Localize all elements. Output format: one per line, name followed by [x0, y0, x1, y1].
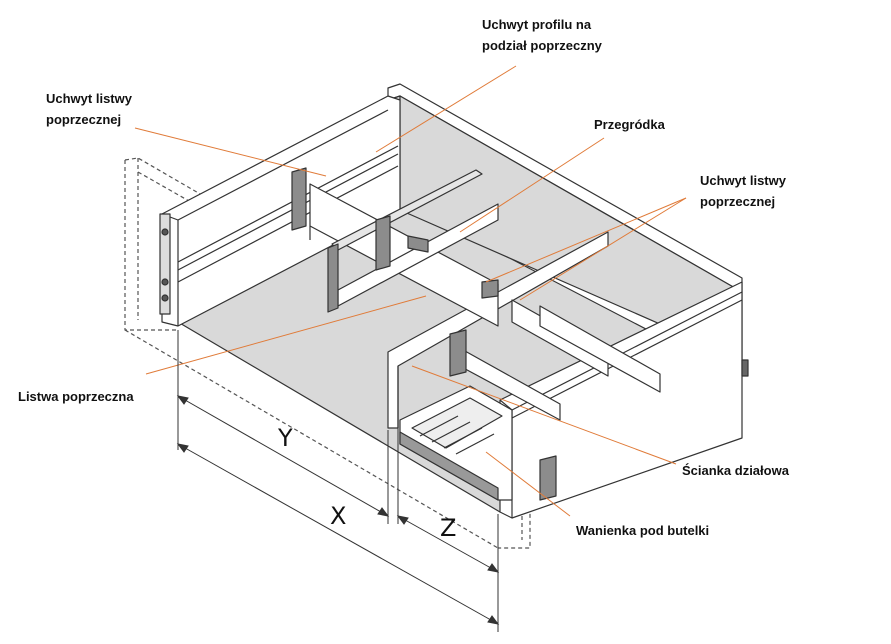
- label-rail-holder-left: Uchwyt listwy poprzecznej: [46, 91, 132, 127]
- rail-holder-6: [481, 279, 499, 299]
- rail-holder-1: [291, 167, 307, 231]
- dimension-lines: [176, 330, 500, 632]
- leader-lines: [134, 65, 687, 517]
- dimension-x: X: [330, 502, 347, 530]
- label-profile-holder: Uchwyt profilu na podział poprzeczny: [482, 17, 602, 53]
- partition-2: [539, 305, 661, 393]
- rail-holder-2: [375, 215, 391, 271]
- profile-clip: [407, 235, 429, 253]
- rail-holder-5: [539, 455, 557, 501]
- label-rail-holder-right: Uchwyt listwy poprzecznej: [700, 173, 786, 209]
- bottle-tray: [399, 385, 513, 501]
- label-cross-rail: Listwa poprzeczna: [18, 389, 134, 404]
- rail-holder-4: [449, 329, 467, 377]
- rail-holder-3: [327, 243, 339, 313]
- label-bottle-tray: Wanienka pod butelki: [576, 523, 710, 538]
- dimension-z: Z: [440, 514, 457, 542]
- label-divider: Przegródka: [594, 117, 665, 132]
- dimension-y: Y: [278, 424, 293, 452]
- label-partition-wall: Ścianka działowa: [682, 463, 789, 478]
